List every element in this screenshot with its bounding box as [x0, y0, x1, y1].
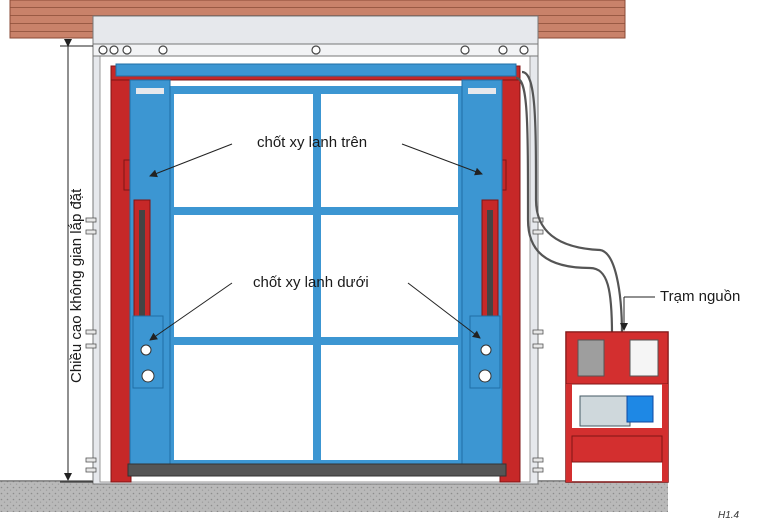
bottom-threshold [127, 463, 507, 477]
ground-slab [0, 480, 668, 512]
hydraulic-power-unit [565, 331, 669, 483]
hydraulic-hoses [515, 70, 624, 336]
figure-id-label: H1.4 [718, 510, 740, 521]
height-dimension [60, 39, 93, 483]
leader-lines [149, 143, 655, 341]
lower-cylinder-pin-label: chốt xy lanh dưới [253, 274, 369, 291]
installation-height-label: Chiều cao không gian lắp đặt [68, 188, 85, 383]
top-rail [92, 43, 539, 57]
wall-anchor-bolts [85, 217, 544, 473]
power-station-label: Trạm nguồn [660, 288, 741, 305]
lower-bracket-right [469, 315, 501, 389]
lower-bracket-left [132, 315, 164, 389]
upper-cylinder-pin-label: chốt xy lanh trên [257, 134, 368, 151]
